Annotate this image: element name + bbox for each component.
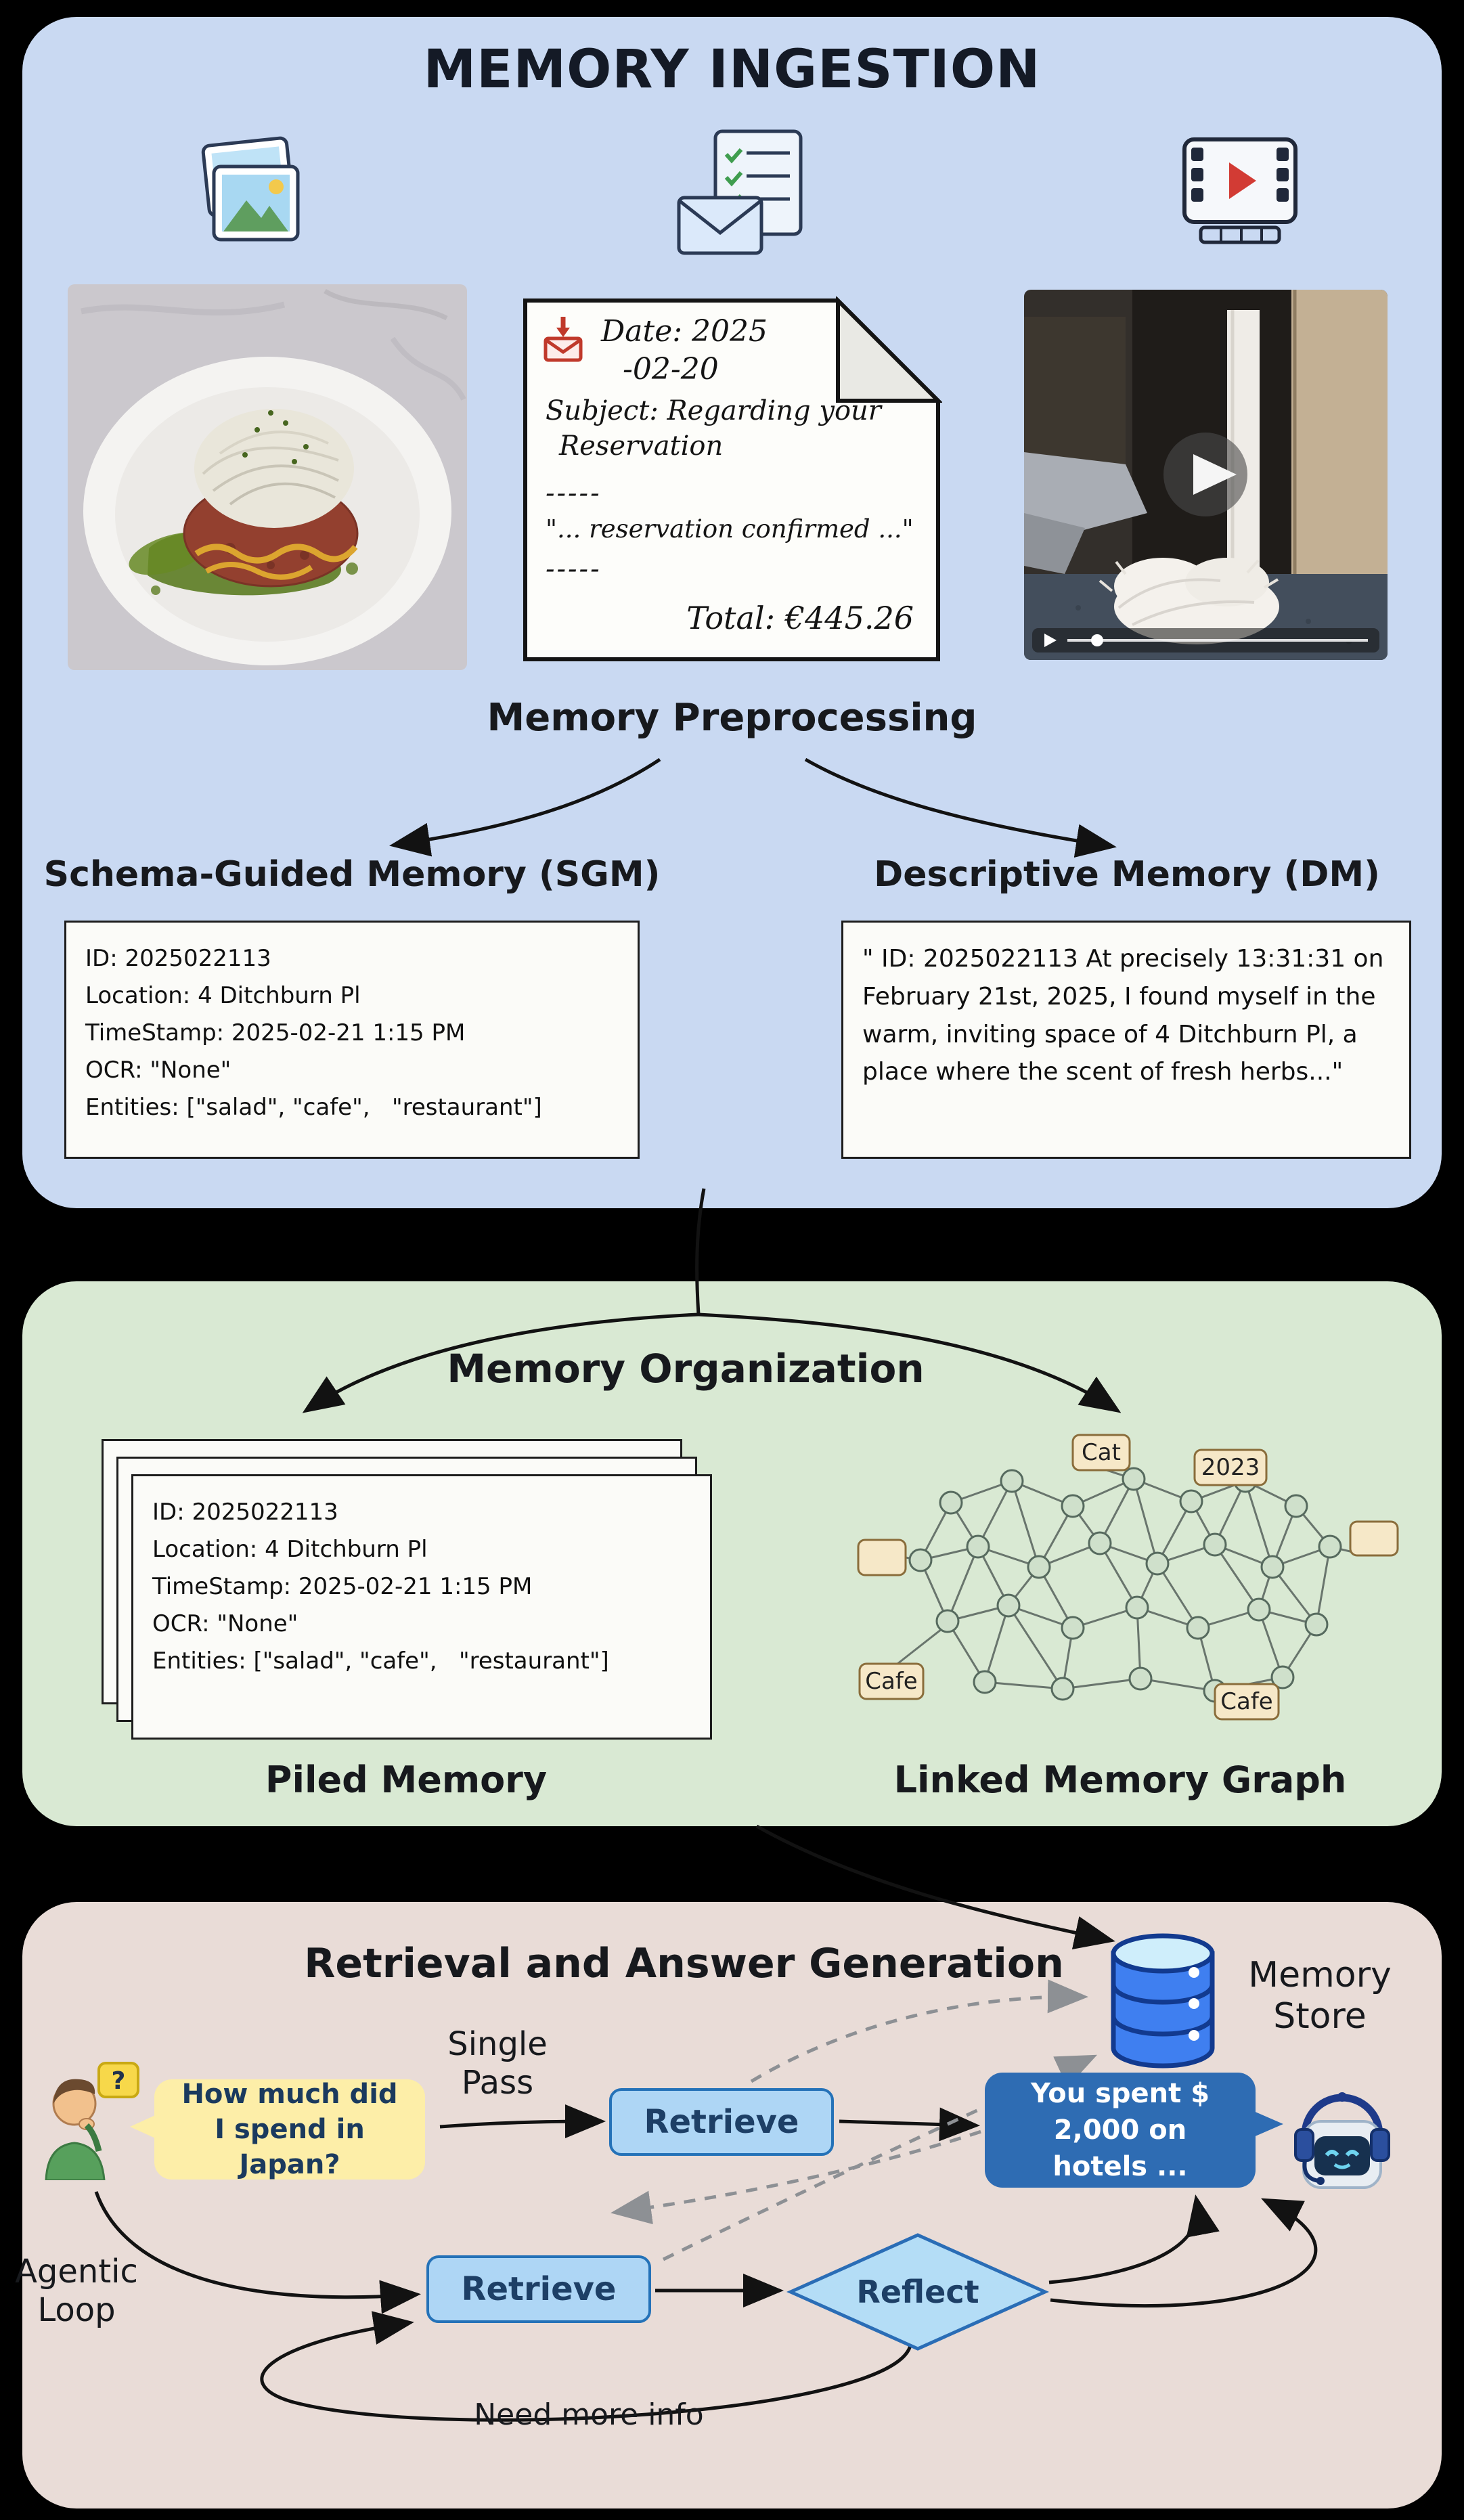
memory-store-icon: [1111, 1933, 1215, 2069]
answer-bubble: You spent $ 2,000 on hotels ...: [985, 2073, 1256, 2188]
note-subject-line-1: Subject: Regarding your: [546, 395, 881, 426]
user-thought-mark: ?: [112, 2067, 126, 2095]
piled-memory-label: Piled Memory: [265, 1759, 548, 1801]
sgm-label: Schema-Guided Memory (SGM): [43, 854, 661, 895]
graph-tag-2023: 2023: [1201, 1454, 1260, 1481]
video-thumbnail: [1024, 290, 1388, 660]
note-body: "... reservation confirmed ...": [546, 514, 914, 544]
user-icon: ?: [45, 2062, 139, 2180]
retrieval-title: Retrieval and Answer Generation: [304, 1940, 1064, 1987]
ingestion-title: MEMORY INGESTION: [423, 39, 1041, 100]
sgm-line: OCR: "None": [85, 1057, 231, 1084]
need-more-info-label: Need more info: [474, 2397, 704, 2432]
sgm-line: ID: 2025022113: [85, 945, 271, 972]
sgm-line: Entities: ["salad", "cafe", "restaurant"…: [85, 1094, 542, 1122]
retrieve-single-node: Retrieve: [609, 2088, 834, 2156]
note-subject-line-2: Reservation: [559, 430, 724, 462]
pile-line: Location: 4 Ditchburn Pl: [152, 1536, 428, 1564]
retrieve-agentic-node: Retrieve: [426, 2255, 651, 2323]
graph-tag-cafe-right: Cafe: [1220, 1688, 1272, 1715]
organization-title: Memory Organization: [447, 1346, 925, 1392]
mail-checklist-icon: [677, 129, 803, 255]
dm-label: Descriptive Memory (DM): [874, 854, 1380, 895]
linked-memory-graph: Cat 2023 Cafe Cafe: [857, 1434, 1399, 1721]
graph-label: Linked Memory Graph: [893, 1759, 1347, 1801]
note-date-line-1: Date: 2025: [601, 314, 768, 349]
note-separator-2: -----: [546, 554, 602, 585]
sgm-box: ID: 2025022113 Location: 4 Ditchburn Pl …: [64, 921, 640, 1159]
pile-card-front: ID: 2025022113 Location: 4 Ditchburn Pl …: [131, 1474, 712, 1740]
memory-store-label: Memory Store: [1248, 1955, 1392, 2037]
dm-box: " ID: 2025022113 At precisely 13:31:31 o…: [841, 921, 1411, 1159]
note-total: Total: €445.26: [686, 600, 914, 636]
video-play-icon: [1163, 433, 1247, 516]
answer-bubble-tail: [1252, 2110, 1283, 2138]
preprocessing-label: Memory Preprocessing: [487, 696, 977, 740]
pile-line: Entities: ["salad", "cafe", "restaurant"…: [152, 1648, 609, 1675]
sgm-line: TimeStamp: 2025-02-21 1:15 PM: [85, 1019, 466, 1047]
sgm-line: Location: 4 Ditchburn Pl: [85, 982, 361, 1010]
pile-line: OCR: "None": [152, 1610, 298, 1638]
reflect-label: Reflect: [856, 2274, 979, 2310]
video-icon: [1182, 137, 1297, 244]
food-photo: [68, 284, 467, 670]
email-note: Date: 2025 -02-20 Subject: Regarding you…: [521, 296, 942, 663]
agentic-loop-label: Agentic Loop: [15, 2253, 138, 2329]
pile-line: ID: 2025022113: [152, 1499, 338, 1526]
note-date-line-2: -02-20: [623, 352, 719, 386]
photos-icon: [201, 136, 300, 242]
graph-tag-cat: Cat: [1082, 1439, 1121, 1466]
single-pass-label: Single Pass: [447, 2025, 548, 2102]
mail-download-icon: [544, 317, 583, 362]
robot-icon: [1294, 2092, 1390, 2189]
reflect-node: Reflect: [786, 2232, 1050, 2351]
note-separator-1: -----: [546, 478, 602, 509]
pile-line: TimeStamp: 2025-02-21 1:15 PM: [152, 1573, 533, 1601]
graph-tag-blank-right: [1349, 1520, 1399, 1557]
dm-text: " ID: 2025022113 At precisely 13:31:31 o…: [862, 945, 1384, 1086]
graph-tag-cafe-left: Cafe: [865, 1668, 917, 1695]
question-bubble: How much did I spend in Japan?: [154, 2079, 425, 2180]
graph-tag-blank-left: [857, 1539, 907, 1576]
